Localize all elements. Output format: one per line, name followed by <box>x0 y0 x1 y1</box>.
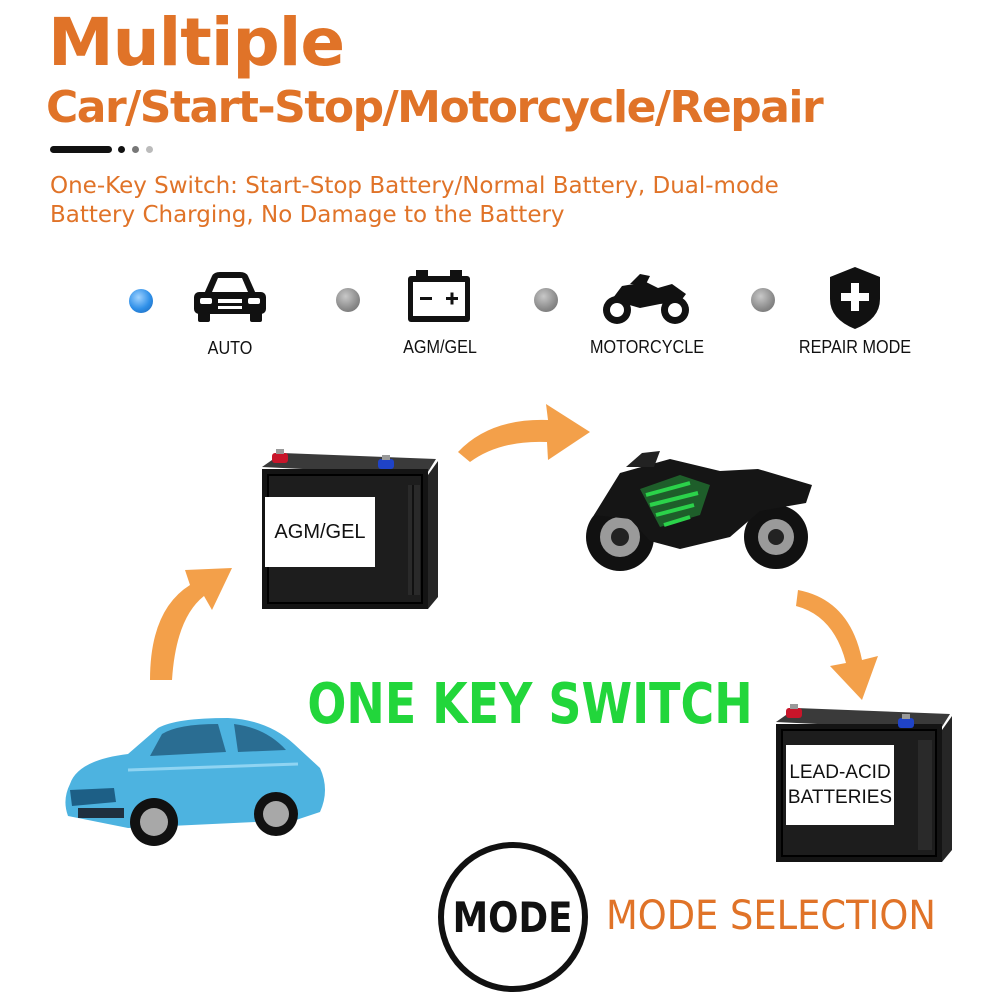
battery-icon <box>408 270 470 322</box>
motorcycle-icon <box>600 272 692 326</box>
battery-agm-label: AGM/GEL <box>265 497 375 567</box>
decorative-dots <box>50 146 170 156</box>
repair-shield-icon <box>830 267 880 329</box>
page-subtitle: Car/Start-Stop/Motorcycle/Repair <box>46 82 824 133</box>
mode-badge: MODE <box>438 842 588 992</box>
mode-indicator-motorcycle <box>534 288 558 312</box>
mode-label-repair: REPAIR MODE <box>798 337 912 357</box>
car-icon <box>190 268 270 324</box>
battery-lead-acid-label: LEAD-ACID BATTERIES <box>786 745 894 825</box>
mode-label-motorcycle: MOTORCYCLE <box>589 337 705 357</box>
mode-indicator-repair <box>751 288 775 312</box>
mode-selection-text: MODE SELECTION <box>606 893 936 939</box>
mode-indicator-auto <box>129 289 153 313</box>
mode-badge-text: MODE <box>453 892 573 942</box>
mode-label-auto: AUTO <box>207 338 253 358</box>
car-image <box>58 710 330 850</box>
page-title: Multiple <box>48 4 345 81</box>
mode-label-agm: AGM/GEL <box>403 337 477 357</box>
mode-indicator-agm <box>336 288 360 312</box>
motorcycle-image <box>580 445 820 575</box>
description-text: One-Key Switch: Start-Stop Battery/Norma… <box>50 173 779 228</box>
one-key-switch-text: ONE KEY SWITCH <box>307 672 753 737</box>
